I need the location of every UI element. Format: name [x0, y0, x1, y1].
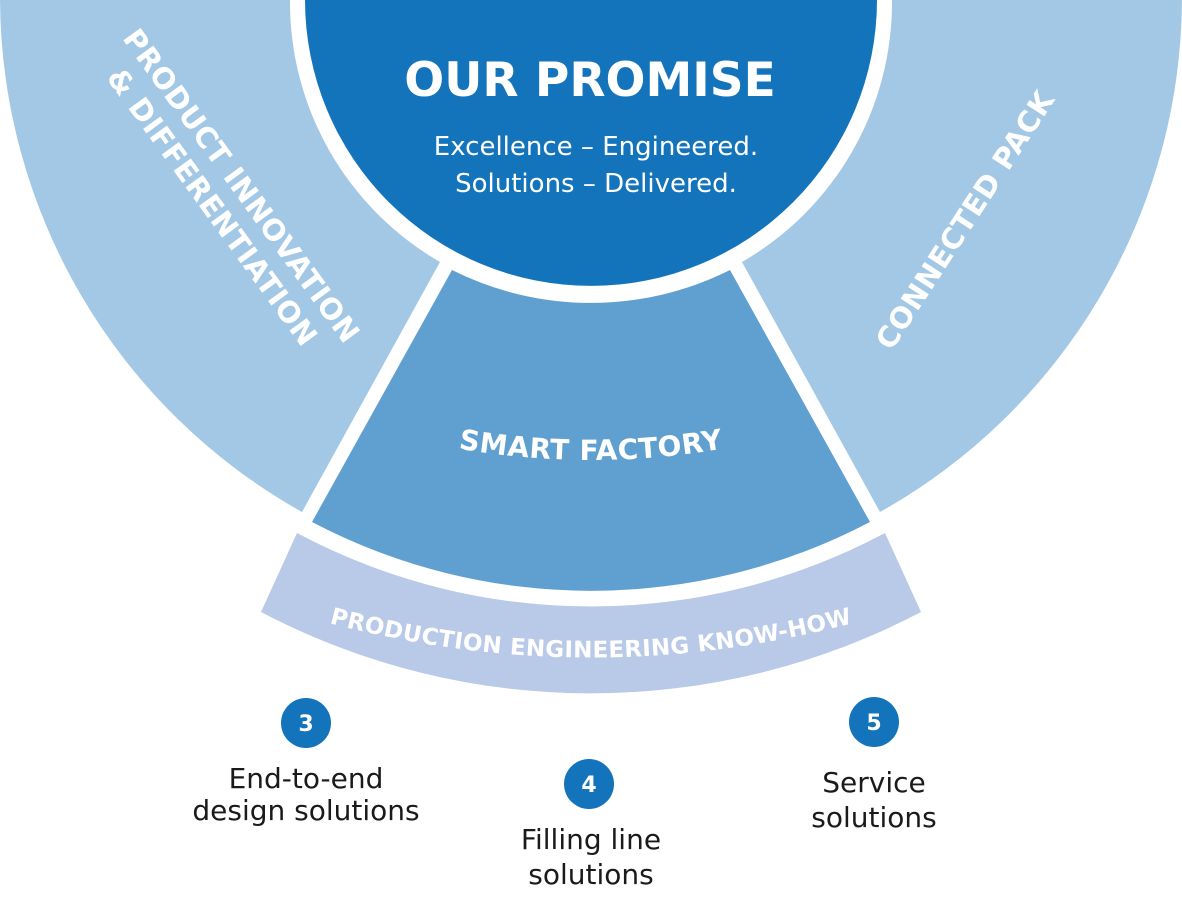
- promise-subtitle-line2: Solutions – Delivered.: [455, 169, 737, 199]
- promise-subtitle-line1: Excellence – Engineered.: [434, 132, 758, 162]
- solution-3-number: 3: [298, 712, 313, 737]
- promise-circle: [305, 0, 877, 286]
- solution-5-number: 5: [866, 711, 881, 736]
- promise-title: OUR PROMISE: [404, 53, 775, 108]
- solution-5-line1: Service: [822, 766, 925, 799]
- bottom-band: [261, 533, 921, 694]
- solution-3-badge: [281, 698, 331, 748]
- solution-4-line2: solutions: [528, 858, 653, 891]
- solution-5-line2: solutions: [811, 801, 936, 834]
- solution-4-badge: [564, 759, 614, 809]
- left-segment: [0, 0, 440, 512]
- solution-4-line1: Filling line: [521, 823, 661, 856]
- solution-3: 3 End-to-end design solutions: [192, 698, 420, 827]
- solution-3-line1: End-to-end: [229, 762, 384, 795]
- solution-4-number: 4: [581, 773, 596, 798]
- solution-5: 5 Service solutions: [811, 697, 937, 834]
- right-segment: [742, 0, 1182, 512]
- solution-5-badge: [849, 697, 899, 747]
- middle-segment: [312, 270, 870, 591]
- solution-4: 4 Filling line solutions: [521, 759, 661, 891]
- solution-3-line2: design solutions: [192, 794, 419, 827]
